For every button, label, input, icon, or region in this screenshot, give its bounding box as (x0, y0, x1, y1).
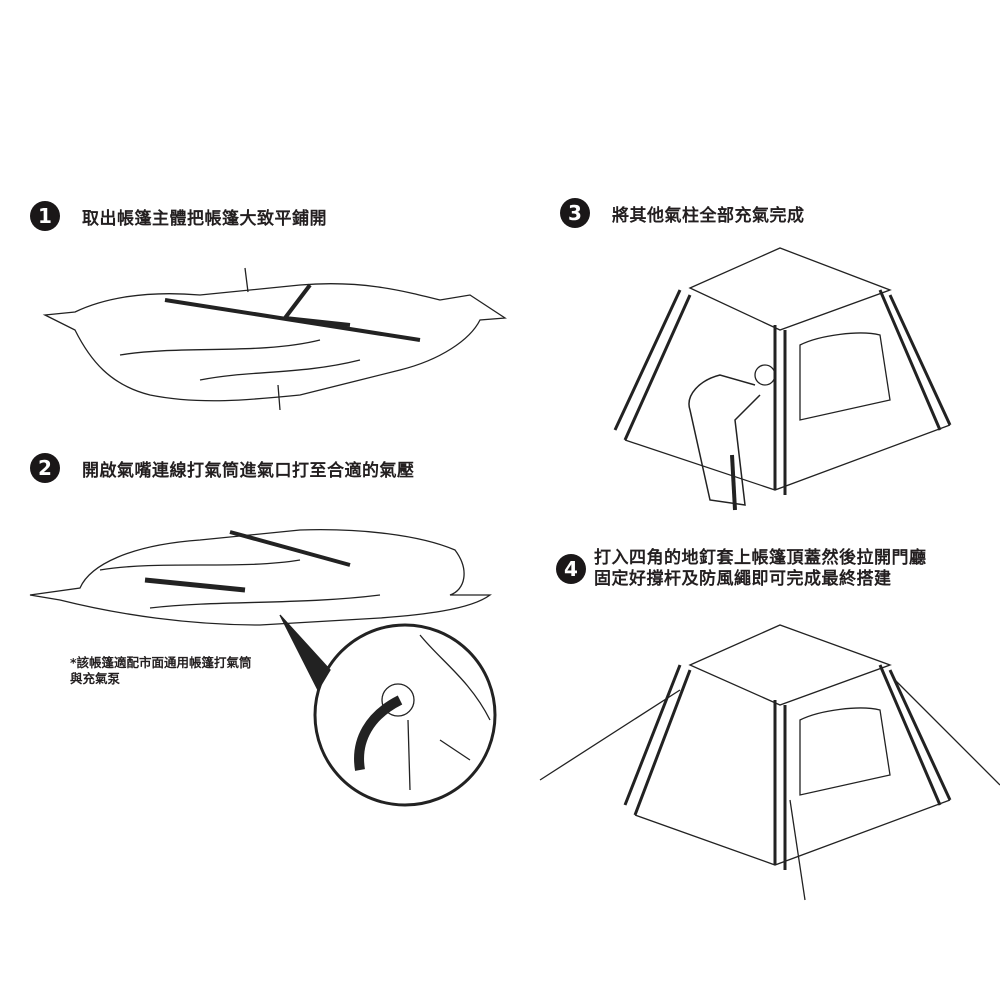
step-number-badge: 4 (556, 554, 586, 584)
step-title-line: 固定好撐杆及防風繩即可完成最終搭建 (594, 569, 892, 589)
flat-tent-illustration-1 (42, 267, 507, 411)
step-2: 2 開啟氣嘴連線打氣筒進氣口打至合適的氣壓 (30, 453, 415, 483)
flat-tent-illustration-2 (29, 529, 492, 626)
step-title-line: 打入四角的地釘套上帳篷頂蓋然後拉開門廳 (594, 548, 927, 568)
step-number-badge: 1 (30, 201, 60, 231)
finished-tent-illustration (539, 624, 1000, 901)
step-title: 取出帳篷主體把帳篷大致平鋪開 (82, 208, 327, 229)
pump-compatibility-note: *該帳篷適配市面通用帳篷打氣筒 與充氣泵 (70, 655, 252, 687)
tent-with-person-illustration (613, 247, 952, 511)
note-line: *該帳篷適配市面通用帳篷打氣筒 (70, 655, 252, 670)
note-line: 與充氣泵 (70, 671, 121, 686)
step-3: 3 將其他氣柱全部充氣完成 (560, 198, 805, 228)
step-title: 打入四角的地釘套上帳篷頂蓋然後拉開門廳 固定好撐杆及防風繩即可完成最終搭建 (594, 548, 927, 590)
step-title: 開啟氣嘴連線打氣筒進氣口打至合適的氣壓 (82, 460, 415, 481)
step-4: 4 打入四角的地釘套上帳篷頂蓋然後拉開門廳 固定好撐杆及防風繩即可完成最終搭建 (556, 548, 927, 590)
step-number-badge: 2 (30, 453, 60, 483)
step-number-badge: 3 (560, 198, 590, 228)
step-title: 將其他氣柱全部充氣完成 (612, 205, 805, 226)
step-1: 1 取出帳篷主體把帳篷大致平鋪開 (30, 201, 327, 231)
pump-valve-detail-circle (279, 614, 497, 807)
